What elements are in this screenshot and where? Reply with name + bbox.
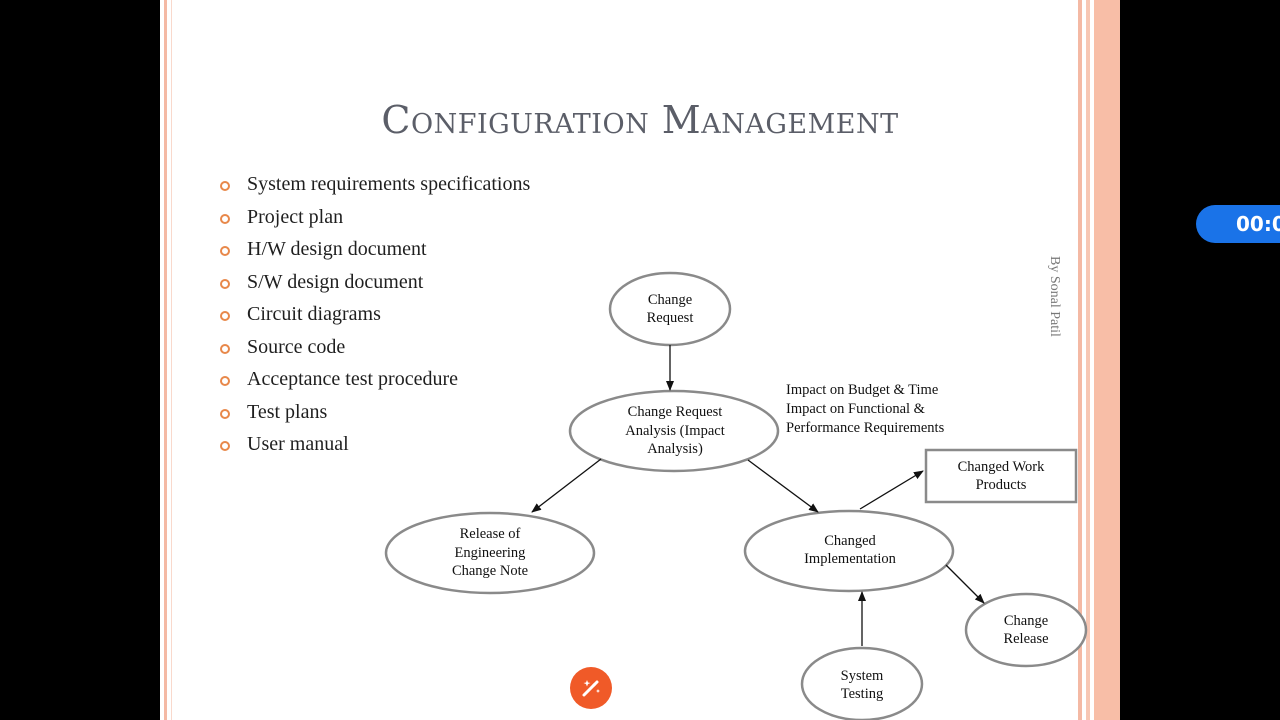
author-credit: By Sonal Patil	[1047, 256, 1062, 337]
label-line: Change Note	[451, 563, 529, 580]
bullet-item: System requirements specifications	[218, 168, 530, 201]
bullet-item: H/W design document	[218, 233, 530, 266]
label-line: Request	[646, 310, 694, 326]
bullet-item: S/W design document	[218, 266, 530, 299]
bullet-text: System requirements specifications	[247, 173, 531, 195]
bullet-item: Source code	[218, 331, 530, 364]
impact-note: Impact on Budget & Time Impact on Functi…	[786, 381, 944, 438]
label-line: System	[840, 667, 884, 684]
bullet-icon	[220, 408, 230, 419]
note-line: Performance Requirements	[786, 420, 945, 436]
note-line: Impact on Functional &	[786, 401, 925, 417]
label-line: Changed	[824, 532, 876, 549]
label-line: Analysis (Impact	[625, 422, 725, 439]
label-line: Change	[647, 291, 693, 308]
bullet-text: H/W design document	[247, 238, 427, 260]
arrow-analysis-to-release-ecn	[531, 458, 602, 513]
bullet-item: Circuit diagrams	[218, 298, 530, 331]
left-stripe	[164, 0, 167, 720]
right-stripe-a	[1078, 0, 1082, 720]
recording-timer[interactable]: 00:0	[1196, 205, 1280, 243]
label-line: Products	[975, 477, 1027, 493]
slide-title: Configuration Management	[381, 98, 899, 142]
bullet-list: System requirements specifications Proje…	[218, 168, 530, 461]
label-line: Analysis)	[647, 441, 703, 458]
presentation-slide: Configuration Management System requirem…	[160, 0, 1120, 720]
bullet-text: Test plans	[247, 400, 328, 423]
label-line: Release of	[459, 526, 521, 543]
bullet-icon	[220, 278, 230, 289]
label-line: Changed Work	[957, 458, 1045, 475]
arrow-implementation-to-change-release	[945, 564, 985, 604]
implementation-node	[743, 509, 955, 593]
right-stripe-b	[1086, 0, 1090, 720]
bullet-text: User manual	[247, 433, 349, 455]
label-line: Implementation	[804, 551, 896, 567]
bullet-text: Source code	[247, 335, 346, 358]
bullet-icon	[220, 213, 230, 224]
label-line: Testing	[840, 686, 884, 702]
label-line: Change Request	[627, 404, 723, 421]
bullet-text: Project plan	[247, 205, 344, 228]
left-stripe-thin	[171, 0, 172, 720]
magic-wand-icon	[582, 680, 600, 697]
bullet-icon	[220, 311, 230, 321]
magic-wand-button[interactable]	[570, 667, 612, 709]
bullet-icon	[220, 246, 230, 256]
label-line: Change	[1003, 612, 1049, 629]
release-ecn-node	[384, 511, 596, 595]
bullet-icon	[220, 376, 230, 386]
right-stripe-c	[1094, 0, 1120, 720]
bullet-icon	[220, 343, 230, 354]
label-line: Engineering	[454, 544, 526, 561]
bullet-icon	[220, 441, 230, 451]
analysis-node	[568, 389, 780, 473]
bullet-item: Project plan	[218, 201, 530, 234]
arrow-implementation-to-work-products	[859, 470, 924, 510]
bullet-text: Circuit diagrams	[247, 303, 381, 325]
bullet-item: Test plans	[218, 396, 530, 429]
bullet-icon	[220, 181, 230, 191]
change-process-diagram	[384, 271, 1088, 720]
label-line: Release	[1003, 631, 1049, 647]
note-line: Impact on Budget & Time	[786, 382, 939, 398]
bullet-text: Acceptance test procedure	[247, 368, 458, 390]
system-testing-node	[800, 646, 924, 720]
bullet-text: S/W design document	[247, 270, 424, 293]
change-release-node	[964, 592, 1088, 668]
arrow-analysis-to-implementation	[747, 459, 819, 513]
bullet-item: User manual	[218, 428, 530, 461]
work-products-box	[924, 448, 1078, 504]
bullet-item: Acceptance test procedure	[218, 363, 530, 396]
